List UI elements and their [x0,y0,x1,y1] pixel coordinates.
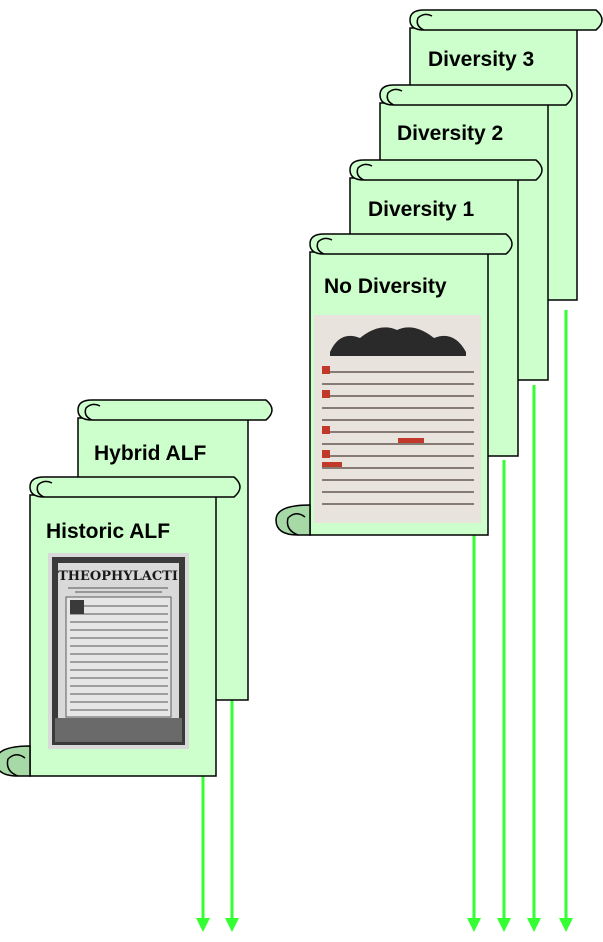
scroll-title-diversity-3: Diversity 3 [428,48,534,71]
engraved-page-heading: THEOPHYLACTI [58,569,178,584]
arrowhead-no-diversity [467,918,481,932]
arrowhead-diversity-1 [497,918,511,932]
arrowhead-diversity-3 [559,918,573,932]
arrows [196,310,573,932]
scroll-title-diversity-1: Diversity 1 [368,198,475,221]
scroll-historic-alf: Historic ALF THEOPHYLACTI [0,476,241,777]
arrowhead-hybrid-alf [225,918,239,932]
scroll-title-hybrid-alf: Hybrid ALF [94,442,207,465]
scroll-title-diversity-2: Diversity 2 [397,122,503,145]
arrowhead-historic-alf [196,918,210,932]
scroll-no-diversity: No Diversity [275,233,513,536]
arrowhead-diversity-2 [527,918,541,932]
manuscript-page-image [314,315,481,523]
scroll-title-no-diversity: No Diversity [324,275,447,298]
scroll-title-historic-alf: Historic ALF [46,520,170,543]
engraved-page-image: THEOPHYLACTI [48,553,189,749]
